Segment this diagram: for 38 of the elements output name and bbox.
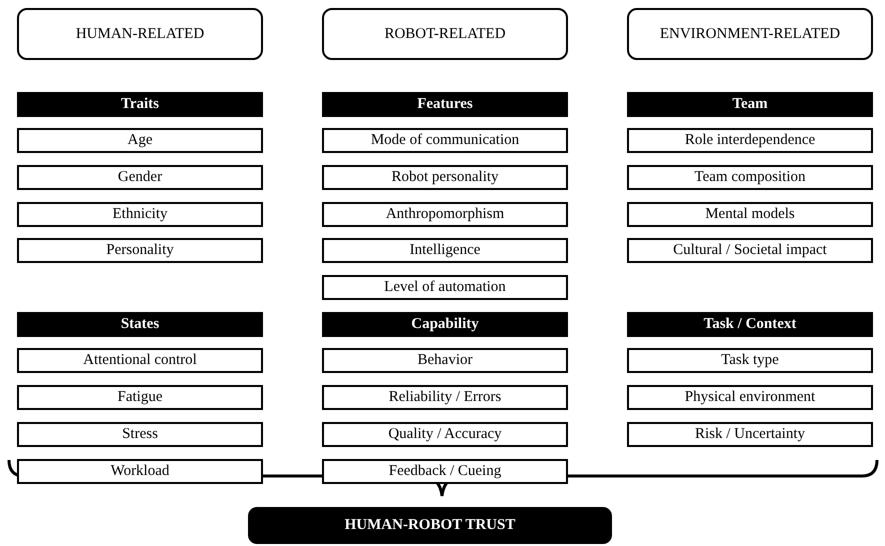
box-label: ROBOT-RELATED bbox=[384, 24, 506, 44]
group-heading-bar: States bbox=[17, 312, 263, 337]
factor-box: Anthropomorphism bbox=[322, 202, 568, 227]
result-box bbox=[248, 507, 612, 544]
factor-box: Gender bbox=[17, 164, 263, 190]
factor-box: Mode of communication bbox=[322, 128, 568, 154]
factor-box: Behavior bbox=[322, 348, 568, 374]
group-heading-bar: Features bbox=[322, 92, 568, 116]
group-heading-bar: Team bbox=[627, 92, 873, 116]
category-header-box bbox=[17, 8, 263, 60]
group-heading-bar: Traits bbox=[17, 92, 263, 116]
factor-box: Physical environment bbox=[627, 385, 873, 410]
factor-box: Feedback / Cueing bbox=[322, 458, 568, 484]
box-label: ENVIRONMENT-RELATED bbox=[660, 24, 840, 44]
factor-box: Attentional control bbox=[17, 348, 263, 374]
factor-box: Personality bbox=[17, 238, 263, 264]
category-header-box bbox=[627, 8, 873, 60]
box-label: HUMAN-ROBOT TRUST bbox=[344, 517, 516, 534]
factor-box: Workload bbox=[17, 458, 263, 484]
factor-box: Mental models bbox=[627, 202, 873, 227]
factor-box: Reliability / Errors bbox=[322, 385, 568, 410]
factor-box: Age bbox=[17, 128, 263, 154]
group-heading-bar: Capability bbox=[322, 312, 568, 337]
group-heading-bar: Task / Context bbox=[627, 312, 873, 337]
factor-box: Team composition bbox=[627, 164, 873, 190]
factor-box: Quality / Accuracy bbox=[322, 422, 568, 447]
factor-box: Stress bbox=[17, 422, 263, 447]
factor-box: Risk / Uncertainty bbox=[627, 422, 873, 447]
factor-box: Task type bbox=[627, 348, 873, 374]
factor-box: Cultural / Societal impact bbox=[627, 238, 873, 264]
box-label: HUMAN-RELATED bbox=[76, 24, 204, 44]
factor-box: Robot personality bbox=[322, 164, 568, 190]
factor-box: Fatigue bbox=[17, 385, 263, 410]
factor-box: Level of automation bbox=[322, 275, 568, 300]
category-header-box bbox=[322, 8, 568, 60]
factor-box: Ethnicity bbox=[17, 202, 263, 227]
factor-box: Role interdependence bbox=[627, 128, 873, 154]
factor-box: Intelligence bbox=[322, 238, 568, 264]
